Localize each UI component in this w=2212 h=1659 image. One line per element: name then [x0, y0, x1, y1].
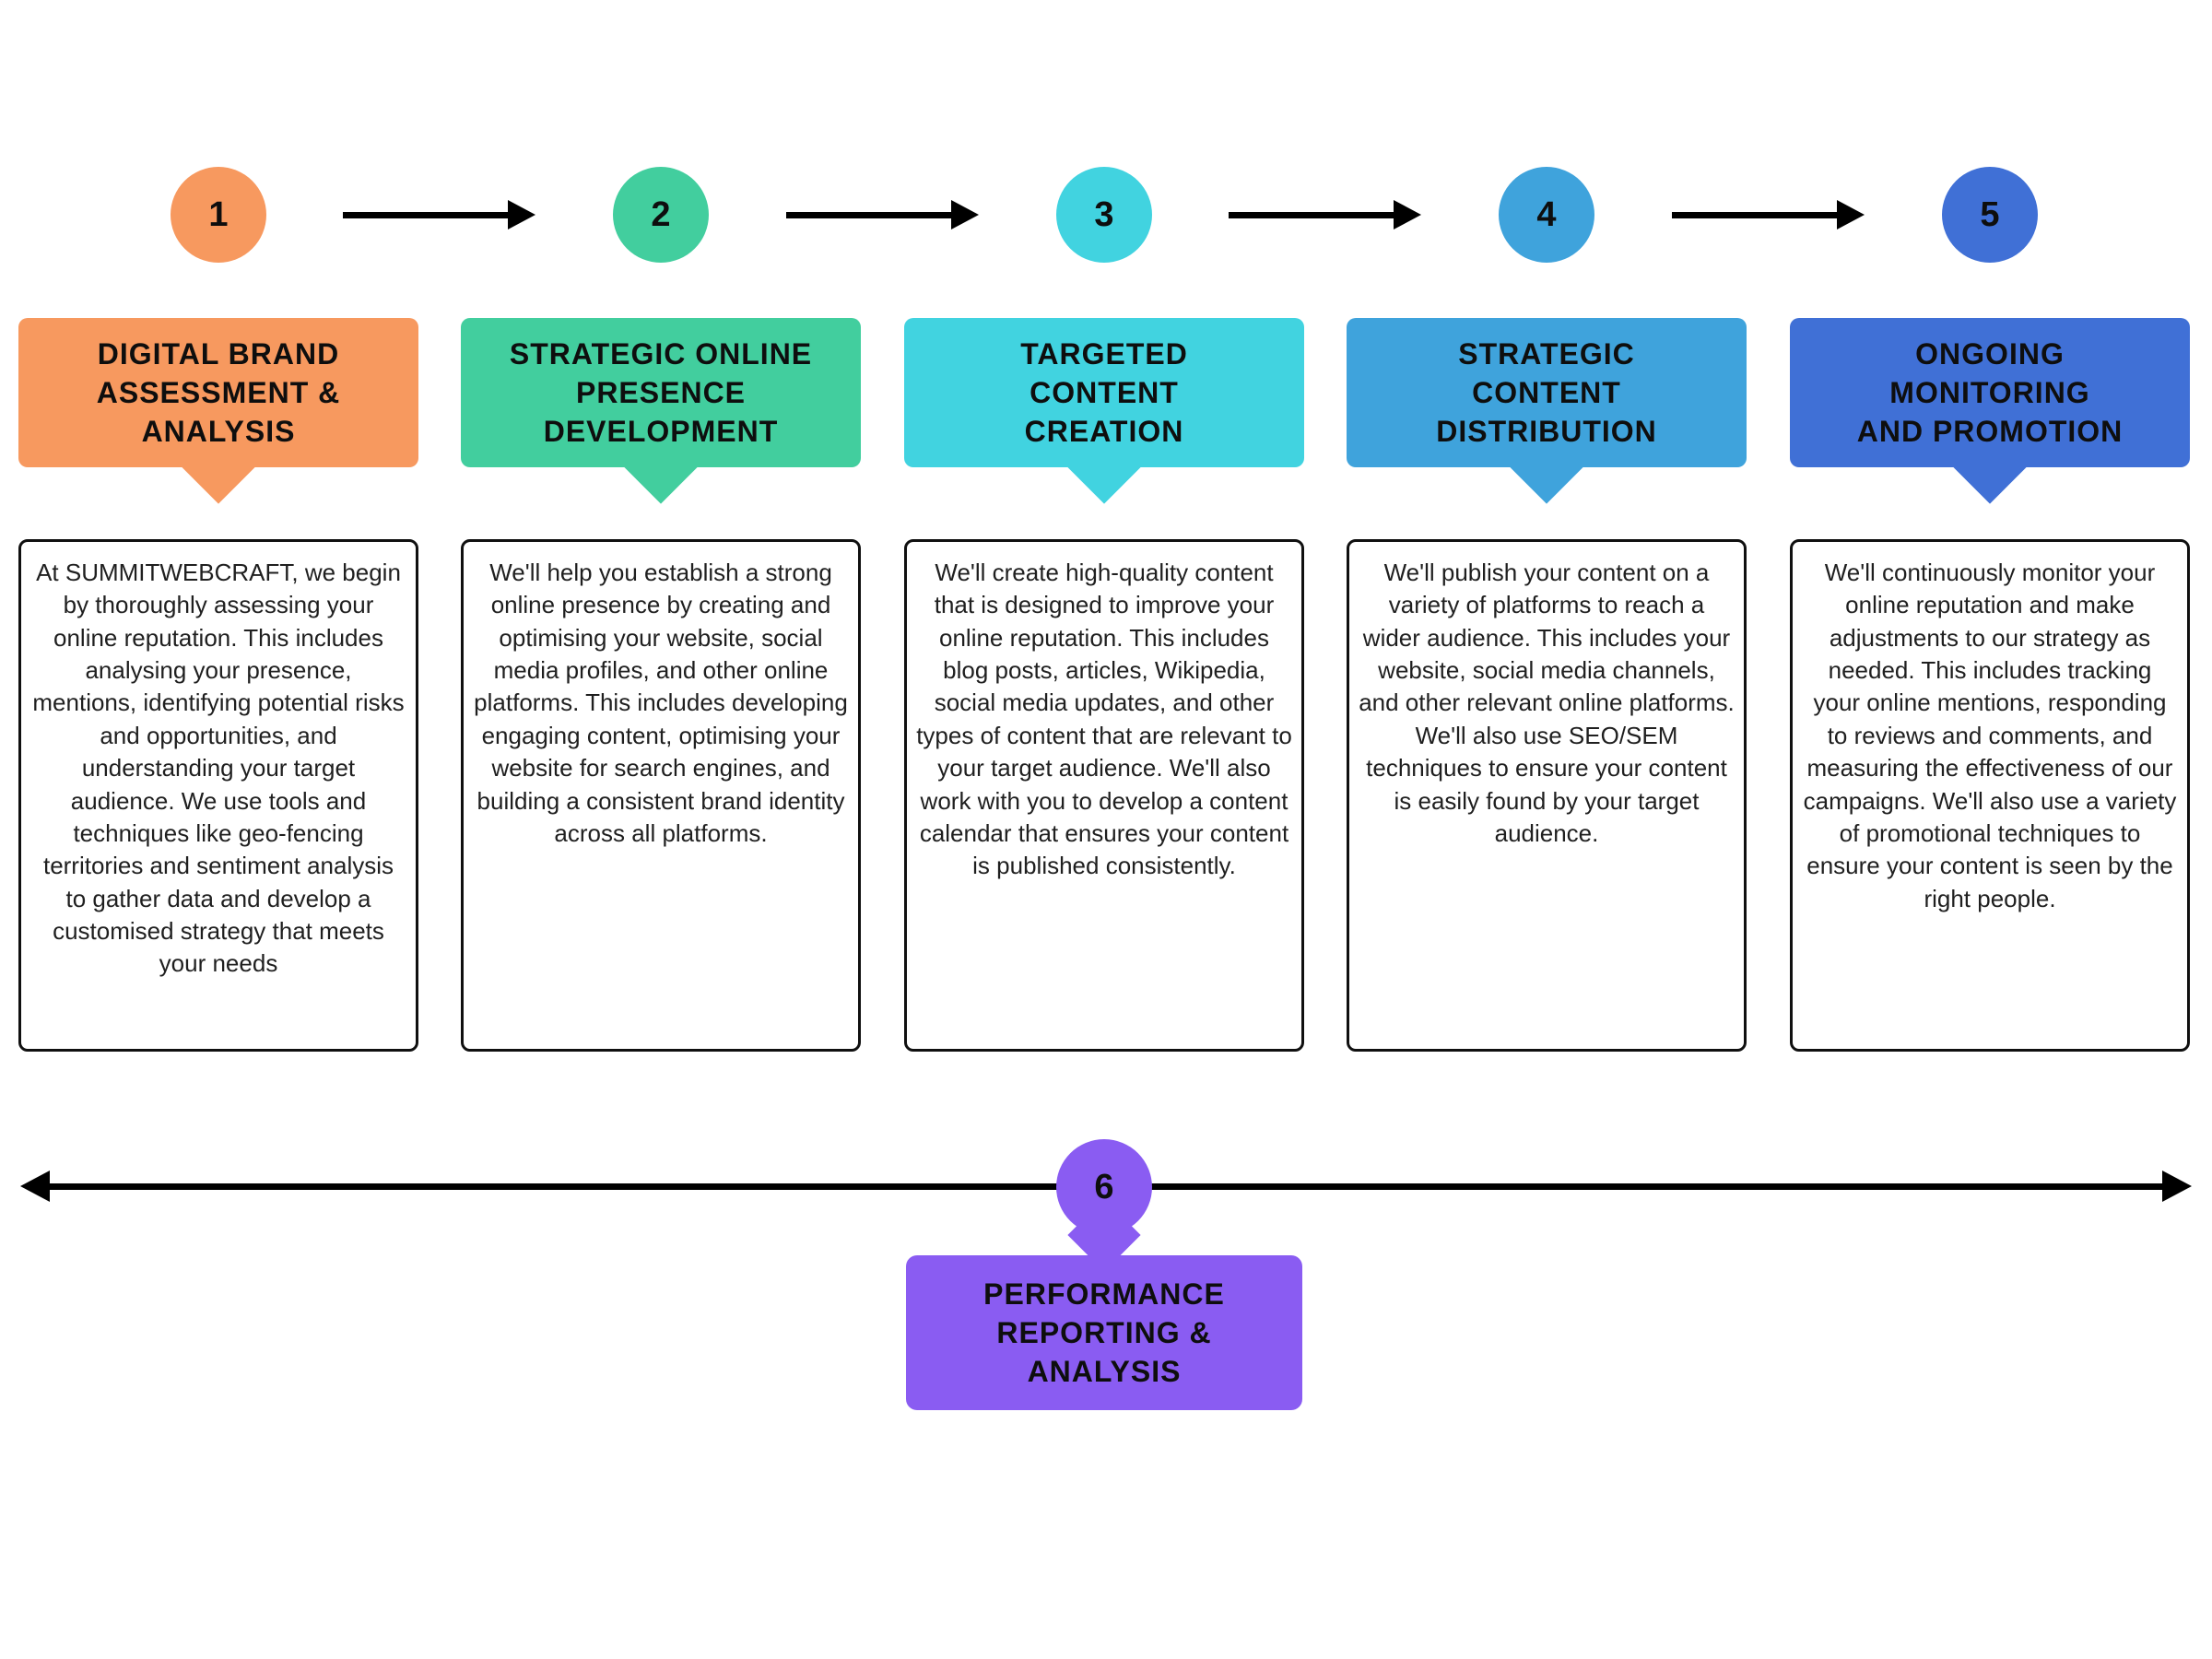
step-2-badge: 2 [613, 167, 709, 263]
step-3-description: We'll create high-quality content that i… [916, 559, 1292, 880]
step-1-title: DIGITAL BRAND ASSESSMENT & ANALYSIS [96, 336, 341, 449]
arrow-right-icon [2162, 1171, 2192, 1202]
step-6-badge: 6 [1056, 1139, 1152, 1235]
arrowhead-icon [1394, 200, 1421, 229]
step-1-title-box: DIGITAL BRAND ASSESSMENT & ANALYSIS [18, 318, 418, 467]
step-2-number: 2 [651, 194, 671, 234]
step-4-title-box: STRATEGIC CONTENT DISTRIBUTION [1347, 318, 1747, 467]
step-2-title-box: STRATEGIC ONLINE PRESENCE DEVELOPMENT [461, 318, 861, 467]
arrow-right-icon [786, 200, 979, 229]
step-3-title: TARGETED CONTENT CREATION [1020, 336, 1188, 449]
step-2-title: STRATEGIC ONLINE PRESENCE DEVELOPMENT [509, 336, 813, 449]
step-6-number: 6 [1094, 1167, 1114, 1206]
step-4-badge: 4 [1499, 167, 1594, 263]
arrow-right-icon [1229, 200, 1421, 229]
step-5-title-box: ONGOING MONITORING AND PROMOTION [1790, 318, 2190, 467]
step-6-title: PERFORMANCE REPORTING & ANALYSIS [983, 1277, 1225, 1389]
step-4-description: We'll publish your content on a variety … [1359, 559, 1735, 847]
step-3-badge: 3 [1056, 167, 1152, 263]
arrowhead-icon [508, 200, 535, 229]
step-4-description-box: We'll publish your content on a variety … [1347, 539, 1747, 1052]
step-1-badge: 1 [171, 167, 266, 263]
arrow-right-icon [1672, 200, 1865, 229]
step-3-number: 3 [1094, 194, 1114, 234]
arrowhead-icon [951, 200, 979, 229]
arrow-left-icon [20, 1171, 50, 1202]
step-5-title: ONGOING MONITORING AND PROMOTION [1856, 336, 2124, 449]
step-1-number: 1 [208, 194, 229, 234]
step-4-number: 4 [1536, 194, 1557, 234]
step-5-description-box: We'll continuously monitor your online r… [1790, 539, 2190, 1052]
step-4-title: STRATEGIC CONTENT DISTRIBUTION [1436, 336, 1657, 449]
step-3-title-box: TARGETED CONTENT CREATION [904, 318, 1304, 467]
step-5-number: 5 [1980, 194, 2000, 234]
step-2-description-box: We'll help you establish a strong online… [461, 539, 861, 1052]
step-6-title-box: PERFORMANCE REPORTING & ANALYSIS [906, 1255, 1302, 1410]
step-5-description: We'll continuously monitor your online r… [1803, 559, 2177, 912]
arrow-right-icon [343, 200, 535, 229]
step-5-badge: 5 [1942, 167, 2038, 263]
step-3-description-box: We'll create high-quality content that i… [904, 539, 1304, 1052]
arrowhead-icon [1837, 200, 1865, 229]
step-1-description-box: At SUMMITWEBCRAFT, we begin by thoroughl… [18, 539, 418, 1052]
step-1-description: At SUMMITWEBCRAFT, we begin by thoroughl… [32, 559, 405, 978]
step-2-description: We'll help you establish a strong online… [474, 559, 848, 847]
